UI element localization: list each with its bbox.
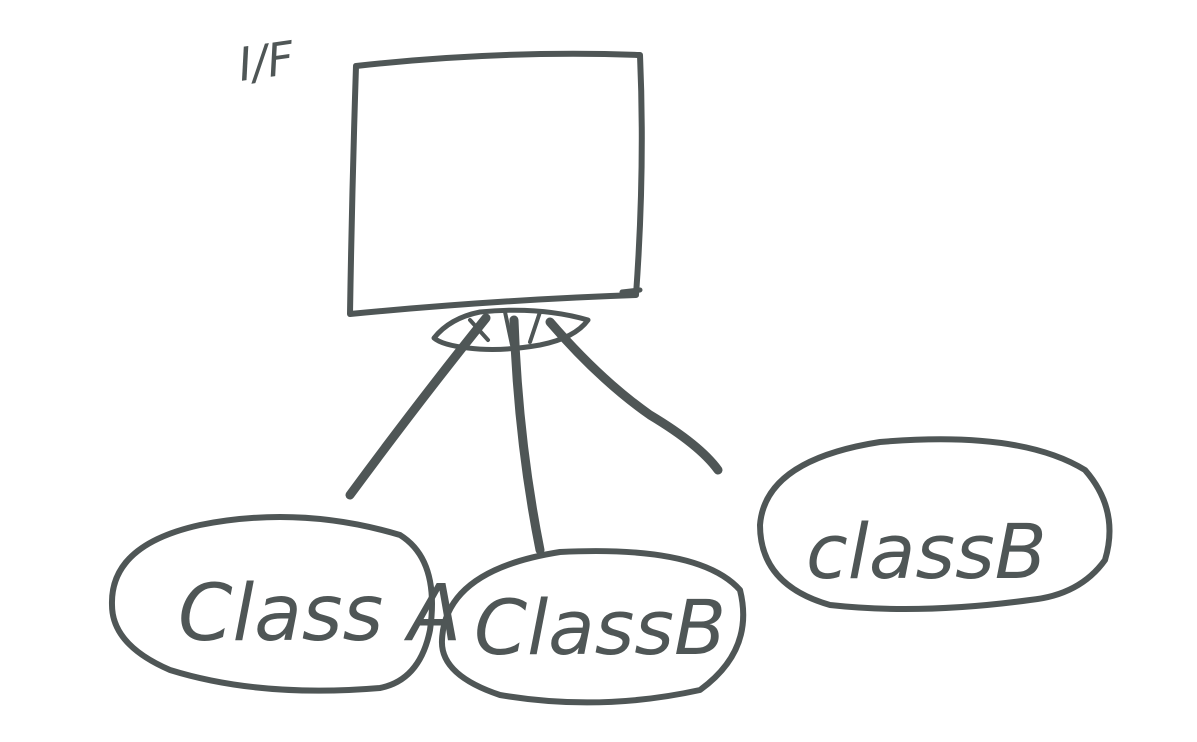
inheritance-hub xyxy=(431,307,591,352)
class-b-2-ellipse xyxy=(757,436,1113,612)
node-class-b-1: ClassB xyxy=(438,548,747,706)
class-a-label: Class A xyxy=(178,569,461,659)
hub-inner-stroke-3 xyxy=(528,310,542,344)
edge-to-class-a xyxy=(345,313,491,500)
class-a-ellipse xyxy=(108,514,435,694)
edge-to-class-b-2 xyxy=(545,317,723,475)
interface-box-corner-tick xyxy=(619,287,643,295)
node-class-b-2: classB xyxy=(757,436,1113,612)
class-b-1-ellipse xyxy=(438,548,747,706)
class-b-2-label: classB xyxy=(806,507,1047,596)
edge-to-class-b-1 xyxy=(509,315,545,555)
node-class-a: Class A xyxy=(108,514,461,694)
interface-label: I/F xyxy=(235,31,298,92)
class-b-1-label: ClassB xyxy=(474,583,726,672)
interface-box xyxy=(347,50,645,317)
